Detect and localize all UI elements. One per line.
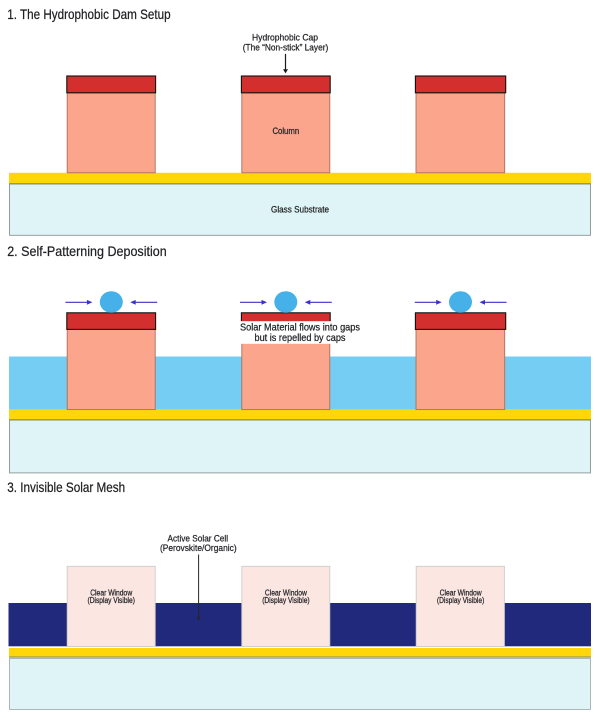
svg-text:(Display Visible): (Display Visible) (437, 596, 485, 605)
svg-text:Clear Window: Clear Window (265, 588, 307, 597)
svg-text:Glass Substrate: Glass Substrate (271, 205, 329, 216)
svg-text:(Display Visible): (Display Visible) (262, 596, 310, 605)
svg-text:but is repelled by caps: but is repelled by caps (255, 333, 346, 344)
svg-text:3. Invisible Solar Mesh: 3. Invisible Solar Mesh (7, 479, 125, 495)
svg-text:(The “Non-stick” Layer): (The “Non-stick” Layer) (243, 42, 329, 53)
svg-text:(Perovskite/Organic): (Perovskite/Organic) (160, 543, 237, 554)
svg-text:Column: Column (272, 126, 299, 137)
svg-text:Solar Material flows into gaps: Solar Material flows into gaps (240, 323, 360, 334)
svg-text:2. Self-Patterning Deposition: 2. Self-Patterning Deposition (7, 243, 167, 259)
svg-text:Hydrophobic Cap: Hydrophobic Cap (252, 33, 318, 44)
svg-text:(Display Visible): (Display Visible) (88, 596, 136, 605)
svg-text:Clear Window: Clear Window (90, 588, 132, 597)
svg-text:Active Solar Cell: Active Solar Cell (168, 533, 229, 544)
svg-text:1. The Hydrophobic Dam Setup: 1. The Hydrophobic Dam Setup (7, 6, 171, 22)
svg-text:Clear Window: Clear Window (440, 588, 482, 597)
